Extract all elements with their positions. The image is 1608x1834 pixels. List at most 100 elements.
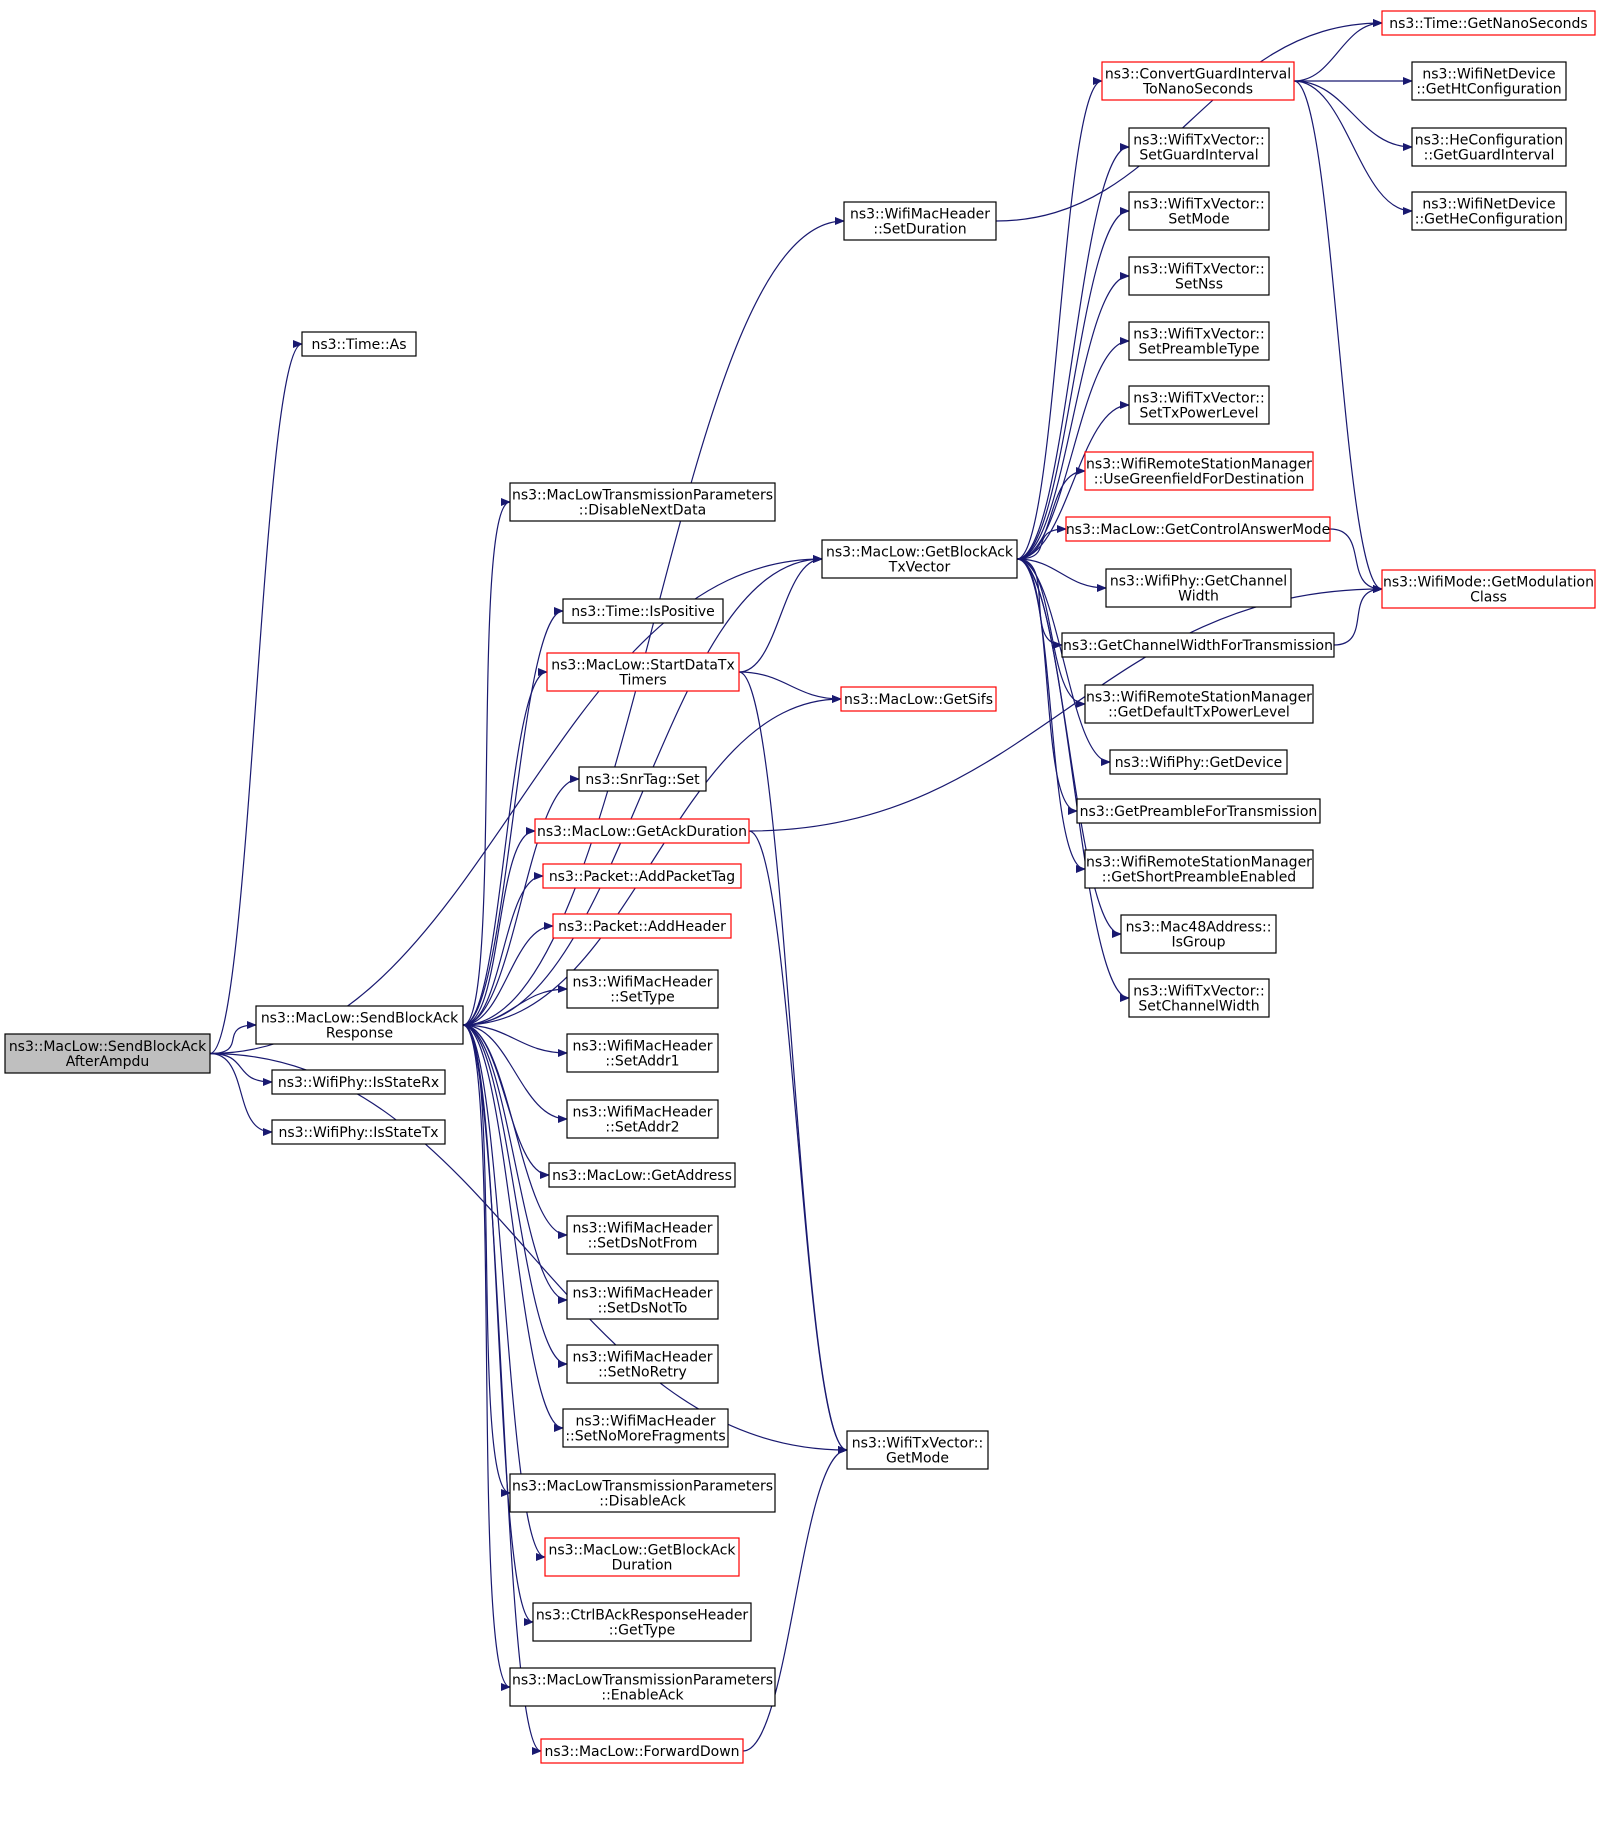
node-disable_ack[interactable]: ns3::MacLowTransmissionParameters::Disab… — [509, 1473, 776, 1513]
node-box[interactable] — [1105, 568, 1292, 608]
node-box[interactable] — [4, 1033, 211, 1074]
node-set_type[interactable]: ns3::WifiMacHeader::SetType — [566, 969, 719, 1009]
node-mac48_isgroup[interactable]: ns3::Mac48Address::IsGroup — [1120, 914, 1277, 954]
node-box[interactable] — [546, 652, 740, 692]
node-box[interactable] — [578, 766, 707, 792]
node-box[interactable] — [271, 1119, 446, 1145]
node-box[interactable] — [532, 1602, 752, 1642]
node-set_addr1[interactable]: ns3::WifiMacHeader::SetAddr1 — [566, 1033, 719, 1073]
node-box[interactable] — [540, 1738, 744, 1764]
node-box[interactable] — [566, 1099, 719, 1139]
node-box[interactable] — [1109, 749, 1288, 775]
node-txvec_getmode[interactable]: ns3::WifiTxVector::GetMode — [846, 1430, 989, 1470]
node-preamble_for_tx[interactable]: ns3::GetPreambleForTransmission — [1076, 798, 1321, 824]
node-box[interactable] — [1411, 127, 1567, 167]
node-box[interactable] — [1076, 798, 1321, 824]
node-set_preamble[interactable]: ns3::WifiTxVector::SetPreambleType — [1128, 321, 1270, 361]
node-ack_dur[interactable]: ns3::MacLow::GetAckDuration — [534, 818, 750, 844]
node-box[interactable] — [846, 1430, 989, 1470]
node-no_more_frag[interactable]: ns3::WifiMacHeader::SetNoMoreFragments — [562, 1408, 729, 1448]
node-box[interactable] — [548, 1162, 736, 1188]
node-box[interactable] — [271, 1069, 446, 1095]
node-chw_for_tx[interactable]: ns3::GetChannelWidthForTransmission — [1061, 632, 1335, 658]
node-box[interactable] — [1084, 684, 1314, 724]
node-box[interactable] — [1065, 516, 1331, 542]
node-no_retry[interactable]: ns3::WifiMacHeader::SetNoRetry — [566, 1344, 719, 1384]
node-ctrl_type[interactable]: ns3::CtrlBAckResponseHeader::GetType — [532, 1602, 752, 1642]
node-box[interactable] — [1128, 256, 1270, 296]
node-short_preamble[interactable]: ns3::WifiRemoteStationManager::GetShortP… — [1084, 849, 1314, 889]
node-disable_next[interactable]: ns3::MacLowTransmissionParameters::Disab… — [509, 482, 776, 522]
node-use_greenfield[interactable]: ns3::WifiRemoteStationManager::UseGreenf… — [1084, 451, 1314, 491]
node-ht_config[interactable]: ns3::WifiNetDevice::GetHtConfiguration — [1411, 61, 1567, 101]
node-snr_set[interactable]: ns3::SnrTag::Set — [578, 766, 707, 792]
node-ds_not_from[interactable]: ns3::WifiMacHeader::SetDsNotFrom — [566, 1215, 719, 1255]
node-set_txpower[interactable]: ns3::WifiTxVector::SetTxPowerLevel — [1128, 385, 1270, 425]
node-isrx[interactable]: ns3::WifiPhy::IsStateRx — [271, 1069, 446, 1095]
node-box[interactable] — [1120, 914, 1277, 954]
node-get_nanos[interactable]: ns3::Time::GetNanoSeconds — [1381, 10, 1596, 36]
node-box[interactable] — [509, 1473, 776, 1513]
node-set_chwidth[interactable]: ns3::WifiTxVector::SetChannelWidth — [1128, 978, 1270, 1018]
node-add_header[interactable]: ns3::Packet::AddHeader — [552, 913, 732, 939]
node-forward_down[interactable]: ns3::MacLow::ForwardDown — [540, 1738, 744, 1764]
node-set_nss[interactable]: ns3::WifiTxVector::SetNss — [1128, 256, 1270, 296]
node-box[interactable] — [562, 1408, 729, 1448]
node-box[interactable] — [566, 1344, 719, 1384]
node-box[interactable] — [509, 1667, 776, 1707]
node-enable_ack[interactable]: ns3::MacLowTransmissionParameters::Enabl… — [509, 1667, 776, 1707]
node-box[interactable] — [566, 1215, 719, 1255]
node-box[interactable] — [566, 1033, 719, 1073]
node-default_txpower[interactable]: ns3::WifiRemoteStationManager::GetDefaul… — [1084, 684, 1314, 724]
node-box[interactable] — [1128, 978, 1270, 1018]
node-phy_device[interactable]: ns3::WifiPhy::GetDevice — [1109, 749, 1288, 775]
node-he_config[interactable]: ns3::WifiNetDevice::GetHeConfiguration — [1411, 191, 1567, 231]
node-box[interactable] — [566, 969, 719, 1009]
node-box[interactable] — [552, 913, 732, 939]
node-get_sifs[interactable]: ns3::MacLow::GetSifs — [840, 686, 997, 712]
node-box[interactable] — [509, 482, 776, 522]
node-box[interactable] — [542, 863, 742, 889]
node-box[interactable] — [534, 818, 750, 844]
node-add_tag[interactable]: ns3::Packet::AddPacketTag — [542, 863, 742, 889]
node-box[interactable] — [1061, 632, 1335, 658]
node-box[interactable] — [1084, 451, 1314, 491]
node-box[interactable] — [566, 1280, 719, 1320]
node-get_address[interactable]: ns3::MacLow::GetAddress — [548, 1162, 736, 1188]
node-box[interactable] — [544, 1537, 740, 1577]
node-set_duration[interactable]: ns3::WifiMacHeader::SetDuration — [843, 201, 997, 241]
node-box[interactable] — [1381, 10, 1596, 36]
node-ds_not_to[interactable]: ns3::WifiMacHeader::SetDsNotTo — [566, 1280, 719, 1320]
node-phy_chwidth[interactable]: ns3::WifiPhy::GetChannelWidth — [1105, 568, 1292, 608]
node-box[interactable] — [1381, 569, 1596, 609]
node-box[interactable] — [1128, 191, 1270, 231]
node-box[interactable] — [1101, 61, 1295, 101]
node-box[interactable] — [562, 598, 724, 624]
node-box[interactable] — [1128, 385, 1270, 425]
node-box[interactable] — [1128, 127, 1270, 167]
node-set_guard[interactable]: ns3::WifiTxVector::SetGuardInterval — [1128, 127, 1270, 167]
node-box[interactable] — [1411, 191, 1567, 231]
node-box[interactable] — [255, 1005, 464, 1045]
node-box[interactable] — [843, 201, 997, 241]
node-ctrl_answer[interactable]: ns3::MacLow::GetControlAnswerMode — [1065, 516, 1331, 542]
node-time_as[interactable]: ns3::Time::As — [301, 331, 417, 357]
node-box[interactable] — [1128, 321, 1270, 361]
node-box[interactable] — [301, 331, 417, 357]
node-he_guard[interactable]: ns3::HeConfiguration::GetGuardInterval — [1411, 127, 1567, 167]
node-istx[interactable]: ns3::WifiPhy::IsStateTx — [271, 1119, 446, 1145]
node-box[interactable] — [1084, 849, 1314, 889]
node-box[interactable] — [821, 539, 1018, 579]
node-box[interactable] — [840, 686, 997, 712]
node-set_addr2[interactable]: ns3::WifiMacHeader::SetAddr2 — [566, 1099, 719, 1139]
node-box[interactable] — [1411, 61, 1567, 101]
node-set_mode[interactable]: ns3::WifiTxVector::SetMode — [1128, 191, 1270, 231]
node-is_positive[interactable]: ns3::Time::IsPositive — [562, 598, 724, 624]
